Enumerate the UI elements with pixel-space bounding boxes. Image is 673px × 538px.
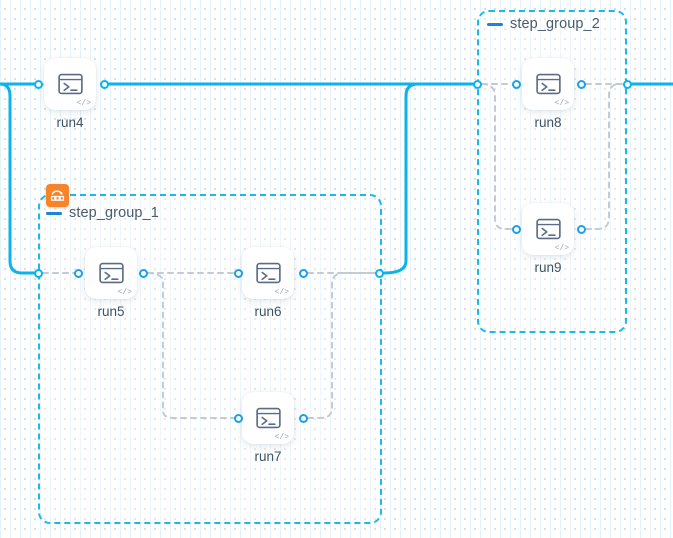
node-run6[interactable]: </> run6 bbox=[242, 247, 294, 319]
node-card[interactable]: </> bbox=[242, 247, 294, 299]
port-run4-out[interactable] bbox=[99, 79, 109, 89]
port-run5-out[interactable] bbox=[138, 268, 148, 278]
group-header-step_group_1[interactable]: step_group_1 bbox=[46, 205, 159, 221]
terminal-icon bbox=[535, 73, 561, 95]
group-steps-glyph bbox=[50, 190, 65, 201]
node-run5[interactable]: </> run5 bbox=[85, 247, 137, 319]
code-glyph-icon: </> bbox=[117, 288, 132, 297]
code-glyph-icon: </> bbox=[76, 99, 91, 108]
port-run9-out[interactable] bbox=[576, 224, 586, 234]
collapse-minus-icon[interactable] bbox=[46, 211, 62, 215]
group-steps-icon[interactable] bbox=[46, 184, 69, 207]
node-run9[interactable]: </> run9 bbox=[522, 203, 574, 275]
port-group2-in[interactable] bbox=[472, 79, 482, 89]
terminal-icon bbox=[255, 262, 281, 284]
terminal-icon bbox=[255, 407, 281, 429]
port-run7-in[interactable] bbox=[233, 413, 243, 423]
code-glyph-icon: </> bbox=[274, 288, 289, 297]
node-label-run6: run6 bbox=[254, 304, 282, 319]
node-card[interactable]: </> bbox=[242, 392, 294, 444]
group-box-step_group_1[interactable] bbox=[38, 194, 382, 524]
node-label-run4: run4 bbox=[56, 115, 84, 130]
collapse-minus-icon[interactable] bbox=[487, 22, 503, 26]
terminal-icon bbox=[98, 262, 124, 284]
edge-group1out-to-main bbox=[382, 82, 420, 275]
port-group2-out[interactable] bbox=[622, 79, 632, 89]
node-run7[interactable]: </> run7 bbox=[242, 392, 294, 464]
group-title-step_group_1: step_group_1 bbox=[69, 205, 159, 221]
port-run4-in[interactable] bbox=[33, 79, 43, 89]
port-run8-in[interactable] bbox=[511, 79, 521, 89]
port-run8-out[interactable] bbox=[576, 79, 586, 89]
node-label-run5: run5 bbox=[97, 304, 125, 319]
node-card[interactable]: </> bbox=[44, 58, 96, 110]
port-run6-in[interactable] bbox=[233, 268, 243, 278]
node-card[interactable]: </> bbox=[85, 247, 137, 299]
group-header-step_group_2[interactable]: step_group_2 bbox=[487, 16, 600, 32]
port-run5-in[interactable] bbox=[73, 268, 83, 278]
code-glyph-icon: </> bbox=[554, 244, 569, 253]
node-label-run9: run9 bbox=[534, 260, 562, 275]
node-label-run7: run7 bbox=[254, 449, 282, 464]
node-label-run8: run8 bbox=[534, 115, 562, 130]
edge-left-branch-group1 bbox=[0, 82, 36, 275]
port-run6-out[interactable] bbox=[298, 268, 308, 278]
code-glyph-icon: </> bbox=[274, 433, 289, 442]
port-run9-in[interactable] bbox=[511, 224, 521, 234]
port-run7-out[interactable] bbox=[298, 413, 308, 423]
node-run8[interactable]: </> run8 bbox=[522, 58, 574, 130]
node-run4[interactable]: </> run4 bbox=[44, 58, 96, 130]
code-glyph-icon: </> bbox=[554, 99, 569, 108]
port-group1-out[interactable] bbox=[374, 268, 384, 278]
terminal-icon bbox=[535, 218, 561, 240]
group-title-step_group_2: step_group_2 bbox=[510, 16, 600, 32]
node-card[interactable]: </> bbox=[522, 203, 574, 255]
port-group1-in[interactable] bbox=[33, 268, 43, 278]
terminal-icon bbox=[57, 73, 83, 95]
node-card[interactable]: </> bbox=[522, 58, 574, 110]
